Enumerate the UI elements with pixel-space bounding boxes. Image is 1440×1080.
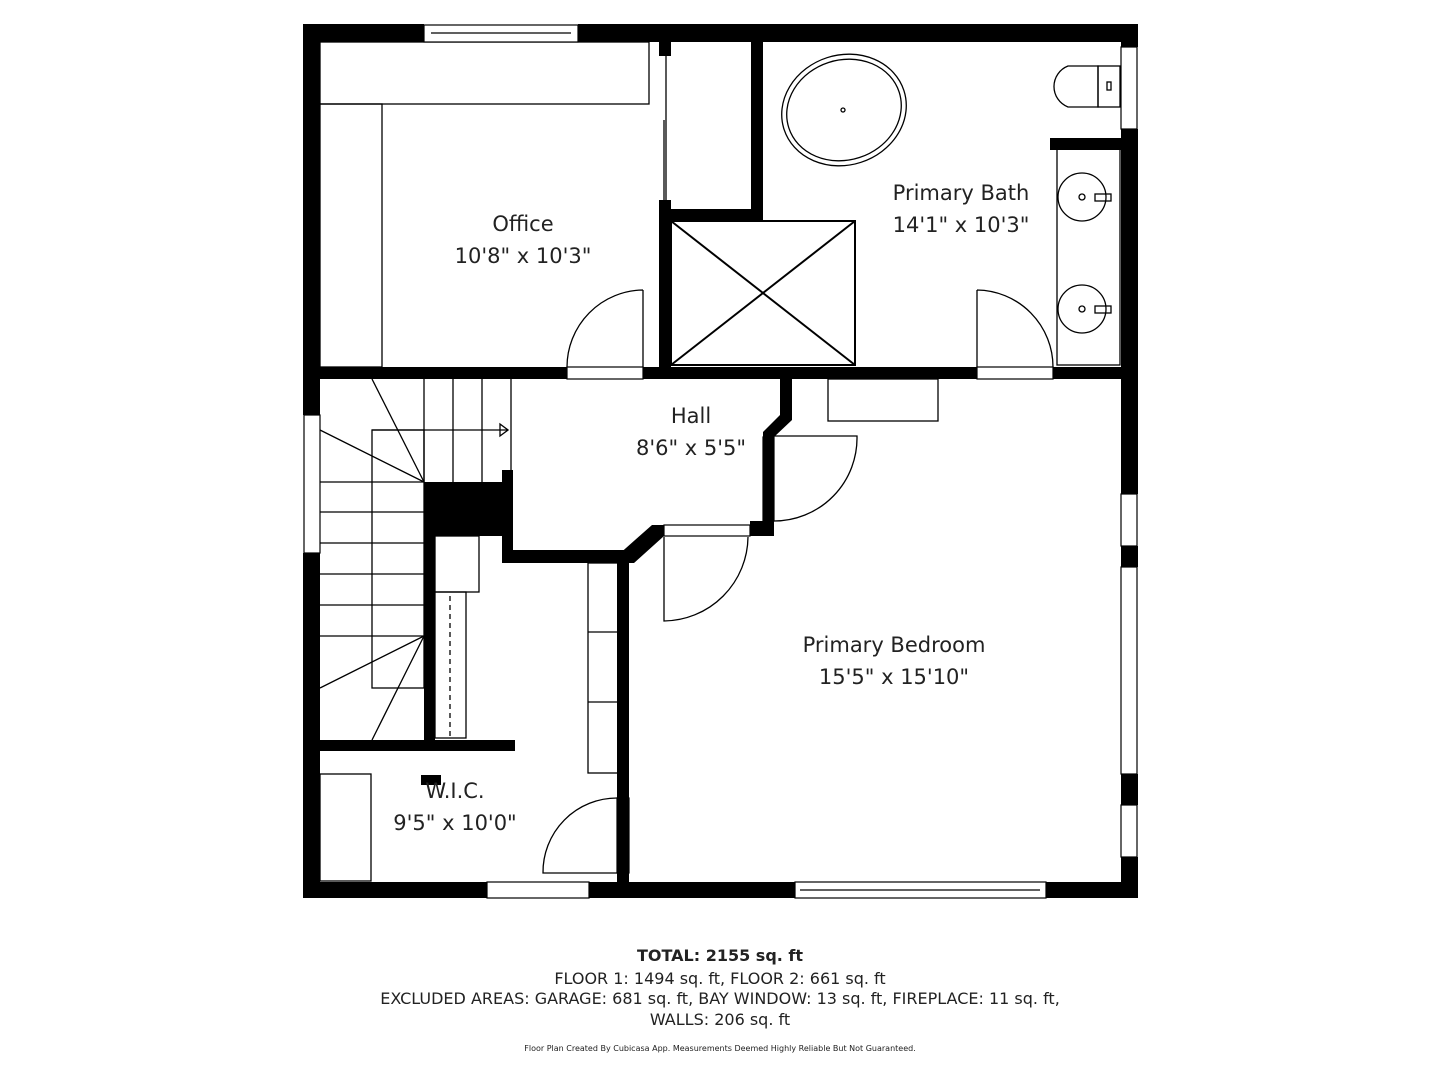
total-area: TOTAL: 2155 sq. ft (636, 946, 804, 965)
floor-areas: FLOOR 1: 1494 sq. ft, FLOOR 2: 661 sq. f… (554, 969, 886, 988)
room-dimensions: 14'1" x 10'3" (892, 213, 1030, 237)
room-hall: Hall 8'6" x 5'5" (636, 400, 746, 464)
room-name: W.I.C. (425, 779, 485, 803)
excluded-areas: EXCLUDED AREAS: GARAGE: 681 sq. ft, BAY … (380, 989, 1060, 1008)
room-dimensions: 10'8" x 10'3" (454, 244, 592, 268)
room-name: Primary Bedroom (802, 633, 986, 657)
floor-plan-drawing (303, 24, 1138, 899)
room-name: Office (492, 212, 554, 236)
room-dimensions: 9'5" x 10'0" (393, 811, 517, 835)
room-primary-bath: Primary Bath 14'1" x 10'3" (893, 177, 1030, 241)
walls-area: WALLS: 206 sq. ft (649, 1010, 791, 1029)
room-dimensions: 8'6" x 5'5" (635, 436, 747, 460)
room-name: Hall (670, 404, 712, 428)
room-office: Office 10'8" x 10'3" (455, 208, 592, 272)
disclaimer: Floor Plan Created By Cubicasa App. Meas… (524, 1044, 916, 1053)
room-name: Primary Bath (892, 181, 1030, 205)
room-wic: W.I.C. 9'5" x 10'0" (393, 775, 516, 839)
room-dimensions: 15'5" x 15'10" (818, 665, 970, 689)
room-primary-bedroom: Primary Bedroom 15'5" x 15'10" (803, 629, 986, 693)
